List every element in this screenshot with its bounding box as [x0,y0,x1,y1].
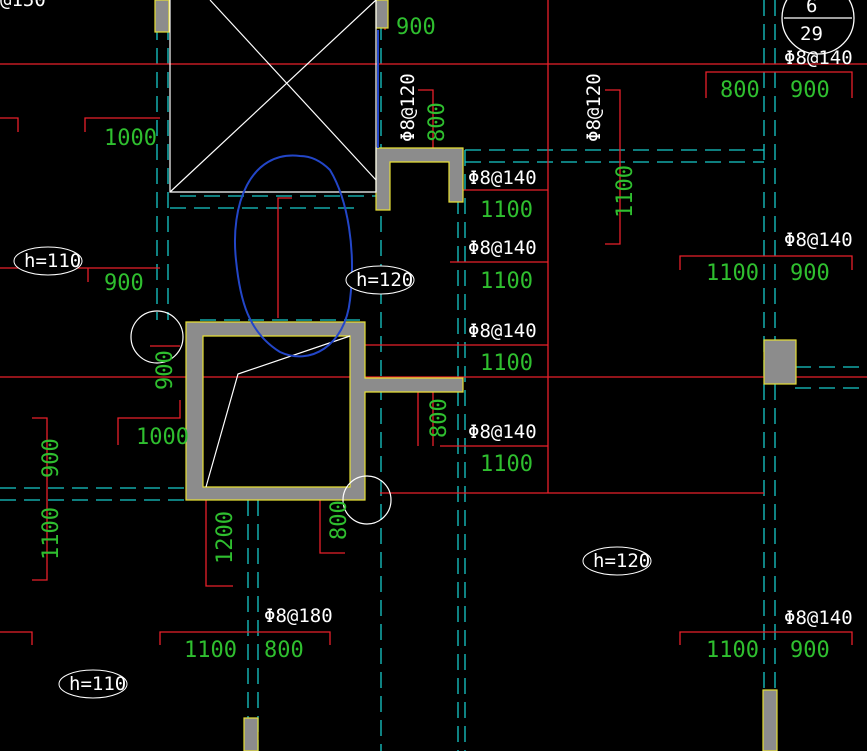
dimension-labels: 900 800 900 1000 800 1100 1100 1100 900 … [39,15,830,663]
rebar-label: Φ8@140 [468,237,537,259]
dimension-label: 1000 [136,425,189,450]
dimension-label: 800 [264,638,304,663]
rebar-lines [0,0,867,645]
grid-bubble: 6 29 [781,0,855,55]
rebar-label: Φ8@140 [468,167,537,189]
dimension-label: 1000 [104,126,157,151]
grid-bubble-bottom: 29 [800,23,823,45]
dimension-label: 900 [790,78,830,103]
rebar-label: Φ8@140 [468,421,537,443]
dimension-label: 800 [427,398,452,438]
dimension-label: 800 [327,500,352,540]
dimension-label: 900 [153,350,178,390]
dimension-label: 1100 [706,638,759,663]
dimension-label: 800 [425,102,450,142]
column-circles [130,310,392,525]
slab-tag: h=120 [593,550,650,572]
slab-tag: h=110 [24,250,81,272]
rebar-label: Φ8@180 [264,605,333,627]
walls [154,0,797,751]
slab-tag: h=110 [69,673,126,695]
rebar-label: Φ8@140 [784,607,853,629]
dimension-label: 900 [790,261,830,286]
rebar-label-partial: @150 [0,0,46,11]
rebar-label: Φ8@140 [784,47,853,69]
rebar-label: Φ8@140 [784,229,853,251]
dimension-label: 1100 [480,351,533,376]
dimension-label: 1100 [184,638,237,663]
dimension-label: 900 [790,638,830,663]
dimension-label: 1100 [480,198,533,223]
dimension-label: 1100 [706,261,759,286]
rebar-label: Φ8@140 [468,320,537,342]
rebar-label: Φ8@120 [583,73,605,142]
dimension-label: 800 [720,78,760,103]
dimension-label: 1100 [480,269,533,294]
dimension-label: 900 [104,271,144,296]
shaft-outline [169,0,377,488]
dimension-label: 1100 [39,507,64,560]
dimension-label: 900 [39,438,64,478]
markup-cloud [234,154,353,358]
dimension-label: 1100 [480,452,533,477]
dimension-label: 900 [396,15,436,40]
dimension-label: 1100 [613,165,638,218]
rebar-label: Φ8@120 [397,73,419,142]
slab-tags: h=110 h=120 h=120 h=110 [13,246,652,699]
slab-tag: h=120 [356,269,413,291]
rebar-labels: @150 Φ8@140 Φ8@120 Φ8@120 Φ8@140 Φ8@140 … [0,0,853,629]
grid-bubble-top: 6 [806,0,817,17]
dimension-label: 1200 [213,511,238,564]
